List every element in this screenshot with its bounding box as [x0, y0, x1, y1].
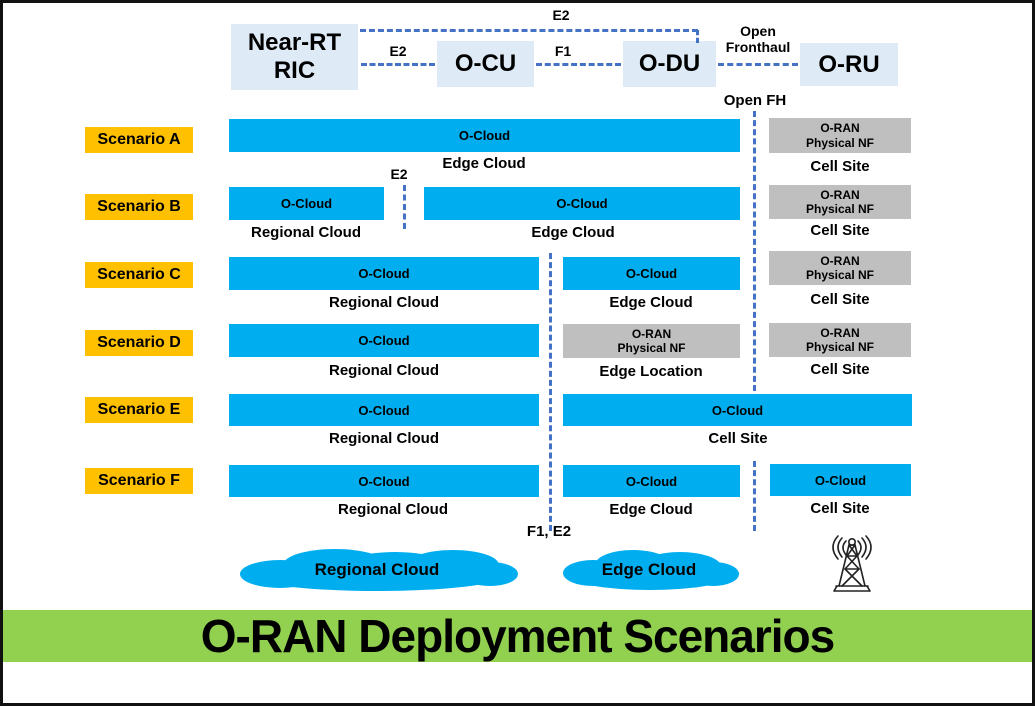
- scenario-e-cell-site-label: Cell Site: [708, 430, 768, 447]
- o-du-box: O-DU: [623, 41, 716, 87]
- scenario-b-regional-cloud-label: Regional Cloud: [251, 224, 361, 241]
- scenario-e-ocloud-bar-cellsite: O-Cloud: [563, 394, 912, 426]
- scenario-a-nf-line2: Physical NF: [805, 135, 875, 150]
- e2-top-connector-elbow: [696, 30, 699, 43]
- scenario-b-label: Scenario B: [85, 194, 193, 220]
- title-banner: O-RAN Deployment Scenarios: [3, 610, 1032, 662]
- e2-connector-line: [361, 63, 435, 66]
- scenario-c-nf-line2: Physical NF: [805, 268, 875, 282]
- o-ru-box: O-RU: [800, 43, 898, 86]
- scenario-d-edge-location-label: Edge Location: [599, 363, 703, 380]
- scenario-a-edge-cloud-label: Edge Cloud: [442, 155, 526, 172]
- near-rt-ric-label-line1: Near-RT: [247, 29, 342, 57]
- scenario-f-ocloud-bar-regional: O-Cloud: [229, 465, 539, 497]
- regional-cloud-icon: [240, 549, 518, 591]
- regional-cloud-shape: Regional Cloud: [235, 546, 519, 594]
- f1-label: F1: [554, 43, 572, 59]
- scenario-b-nf-line2: Physical NF: [805, 202, 875, 216]
- scenario-d-edge-oran-physical-nf-box: O-RAN Physical NF: [563, 324, 740, 358]
- scenario-e-ocloud-bar-regional: O-Cloud: [229, 394, 539, 426]
- scenario-e-regional-cloud-label: Regional Cloud: [329, 430, 439, 447]
- scenario-c-ocloud-bar-edge: O-Cloud: [563, 257, 740, 290]
- open-fronthaul-label-line2: Fronthaul: [725, 39, 791, 56]
- scenario-c-label: Scenario C: [85, 262, 193, 288]
- scenario-e-label: Scenario E: [85, 397, 193, 423]
- scenario-b-oran-physical-nf-box: O-RAN Physical NF: [769, 185, 911, 219]
- scenario-f-label: Scenario F: [85, 468, 193, 494]
- scenario-b-ocloud-bar-edge: O-Cloud: [424, 187, 740, 220]
- near-rt-ric-box: Near-RT RIC: [231, 24, 358, 90]
- edge-cloud-icon: [563, 550, 739, 590]
- open-fh-label: Open FH: [723, 92, 787, 109]
- scenario-a-cell-site-label: Cell Site: [810, 158, 870, 175]
- scenario-f-ocloud-bar-cellsite: O-Cloud: [770, 464, 911, 496]
- scenario-c-edge-cloud-label: Edge Cloud: [609, 294, 693, 311]
- scenario-a-label: Scenario A: [85, 127, 193, 153]
- scenario-f-edge-cloud-label: Edge Cloud: [609, 501, 693, 518]
- scenario-b-cell-site-label: Cell Site: [810, 222, 870, 239]
- f1-connector-line: [536, 63, 621, 66]
- scenario-d-edge-nf-line2: Physical NF: [617, 341, 686, 355]
- scenario-f-ocloud-bar-edge: O-Cloud: [563, 465, 740, 497]
- scenario-c-oran-physical-nf-box: O-RAN Physical NF: [769, 251, 911, 285]
- e2-scenario-b-vertical-line: [403, 185, 406, 229]
- page-title: O-RAN Deployment Scenarios: [200, 610, 835, 662]
- scenario-a-ocloud-bar: O-Cloud: [229, 119, 740, 152]
- e2-scenario-b-label: E2: [390, 166, 408, 182]
- scenario-d-ocloud-bar-regional: O-Cloud: [229, 324, 539, 357]
- f1-e2-vertical-line: [549, 253, 552, 531]
- open-fh-vertical-line-upper: [753, 111, 756, 391]
- o-ru-label: O-RU: [818, 50, 880, 78]
- edge-cloud-shape: Edge Cloud: [558, 546, 740, 594]
- scenario-a-nf-line1: O-RAN: [820, 121, 860, 136]
- regional-cloud-legend-label: Regional Cloud: [314, 560, 440, 579]
- o-du-label: O-DU: [638, 50, 701, 78]
- open-fh-vertical-line-lower: [753, 461, 756, 531]
- o-cu-label: O-CU: [454, 50, 517, 78]
- scenario-d-edge-nf-line1: O-RAN: [631, 326, 672, 341]
- e2-top-connector-line: [360, 29, 698, 32]
- cell-tower-icon: [821, 532, 883, 596]
- e2-top-label: E2: [552, 7, 570, 23]
- scenario-a-oran-physical-nf-box: O-RAN Physical NF: [769, 118, 911, 153]
- scenario-c-ocloud-bar-regional: O-Cloud: [229, 257, 539, 290]
- scenario-c-nf-line1: O-RAN: [820, 253, 860, 268]
- scenario-d-oran-physical-nf-box: O-RAN Physical NF: [769, 323, 911, 357]
- scenario-b-nf-line1: O-RAN: [820, 187, 860, 202]
- scenario-f-cell-site-label: Cell Site: [810, 500, 870, 517]
- near-rt-ric-label-line2: RIC: [273, 57, 316, 84]
- open-fronthaul-label: Open Fronthaul: [713, 23, 803, 55]
- f1-e2-label: F1, E2: [526, 523, 572, 540]
- scenario-b-ocloud-bar-regional: O-Cloud: [229, 187, 384, 220]
- scenario-b-edge-cloud-label: Edge Cloud: [531, 224, 615, 241]
- scenario-d-nf-line2: Physical NF: [805, 340, 875, 354]
- scenario-d-label: Scenario D: [85, 330, 193, 356]
- edge-cloud-legend-label: Edge Cloud: [601, 560, 697, 579]
- o-cu-box: O-CU: [437, 41, 534, 87]
- scenario-f-regional-cloud-label: Regional Cloud: [338, 501, 448, 518]
- scenario-c-cell-site-label: Cell Site: [810, 291, 870, 308]
- open-fronthaul-label-line1: Open: [740, 23, 776, 39]
- scenario-d-regional-cloud-label: Regional Cloud: [329, 362, 439, 379]
- scenario-d-cell-site-label: Cell Site: [810, 361, 870, 378]
- open-fronthaul-connector-line: [718, 63, 798, 66]
- e2-label: E2: [389, 43, 407, 59]
- scenario-c-regional-cloud-label: Regional Cloud: [329, 294, 439, 311]
- scenario-d-nf-line1: O-RAN: [820, 325, 860, 340]
